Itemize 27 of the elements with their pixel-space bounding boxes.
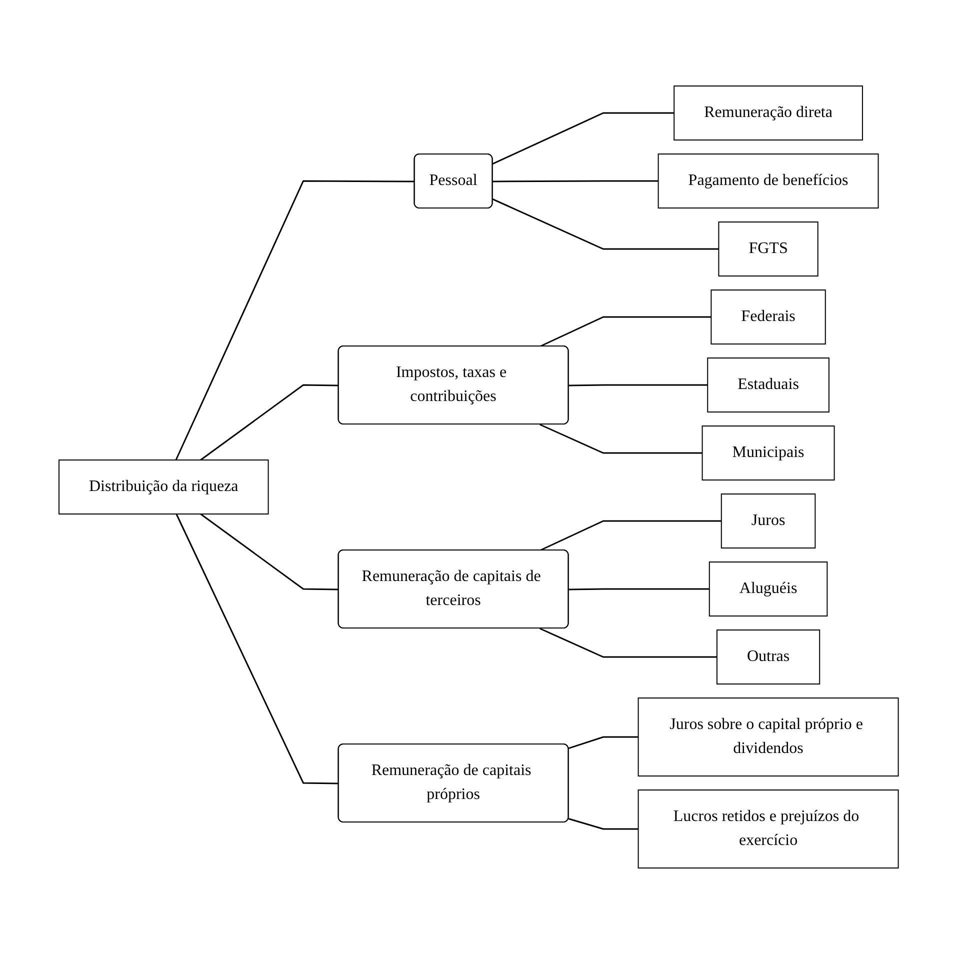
node-box: Estaduais (707, 358, 830, 412)
connector (540, 424, 703, 454)
node-box: Aluguéis (709, 562, 828, 616)
node-box: Juros sobre o capital próprio e dividendos (638, 698, 900, 776)
connector (200, 513, 340, 590)
connector (569, 384, 708, 386)
connector (568, 736, 639, 749)
connector (540, 316, 712, 348)
connector (540, 628, 718, 658)
connector (176, 514, 340, 784)
node-box: Distribuição da riqueza (58, 460, 270, 514)
node-box: Lucros retidos e prejuízos do exercício (638, 790, 900, 868)
node-box: Remuneração direta (674, 86, 864, 140)
connector (176, 180, 416, 460)
node-box: Pagamento de benefícios (658, 154, 880, 208)
connector (200, 384, 340, 461)
node-box: Municipais (702, 426, 836, 480)
node-box: Federais (711, 290, 826, 344)
node-box: Outras (716, 630, 820, 684)
connector (492, 198, 720, 250)
connector (540, 520, 722, 552)
node-box: FGTS (718, 222, 819, 276)
connector (569, 588, 710, 590)
node-box: Juros (721, 494, 816, 548)
connector (568, 818, 639, 830)
connector (493, 180, 659, 182)
connector (492, 112, 674, 164)
